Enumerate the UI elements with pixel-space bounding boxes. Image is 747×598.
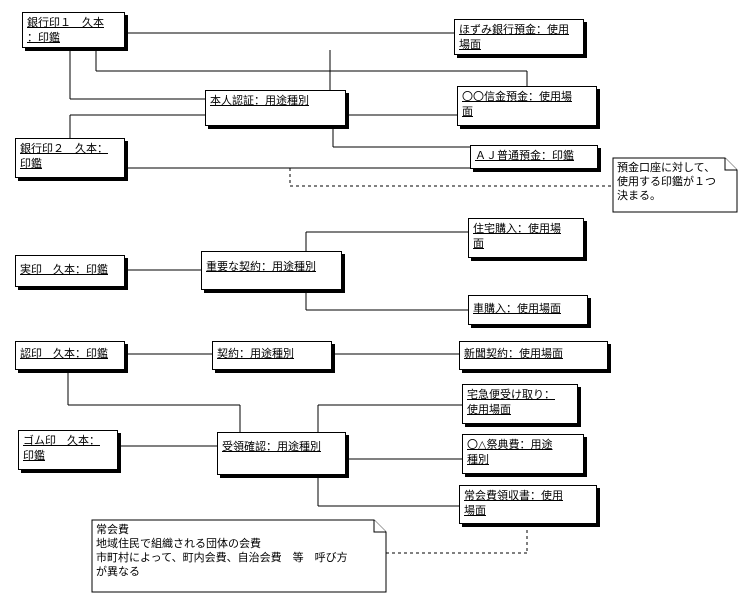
note-one-seal-per-account: 預金口座に対して、 使用する印鑑が１つ 決まる。: [617, 161, 716, 202]
object-important-contract: 重要な契約：用途種別: [201, 251, 342, 290]
object-personal-seal: 認印 久本：印鑑: [15, 341, 125, 370]
object-shinkin-deposit: 〇〇信金預金：使用場 面: [457, 86, 597, 126]
object-bank-seal-2: 銀行印２ 久本： 印鑑: [15, 138, 125, 178]
object-membership-fee-receipt: 常会費領収書：使用 場面: [459, 485, 597, 524]
object-identity-verification: 本人認証：用途種別: [205, 90, 346, 126]
object-hozumi-bank-deposit: ほずみ銀行預金：使用 場面: [454, 19, 584, 55]
object-house-purchase: 住宅購入：使用場 面: [468, 218, 584, 258]
object-parcel-receipt: 宅急便受け取り： 使用場面: [462, 384, 578, 424]
object-car-purchase: 車購入：使用場面: [468, 295, 588, 325]
note-membership-fee: 常会費 地域住民で組織される団体の会費 市町村によって、町内会費、自治会費 等 …: [96, 523, 348, 578]
object-contract: 契約：用途種別: [212, 341, 332, 370]
object-registered-seal: 実印 久本：印鑑: [15, 255, 125, 287]
object-rubber-stamp: ゴム印 久本： 印鑑: [18, 430, 118, 470]
object-festival-fee: 〇△祭典費：用途 種別: [462, 434, 584, 474]
object-newspaper-contract: 新聞契約：使用場面: [459, 341, 608, 370]
object-aj-ordinary-deposit: ＡＪ普通預金：印鑑: [470, 145, 598, 169]
object-bank-seal-1: 銀行印１ 久本 ：印鑑: [22, 12, 125, 48]
object-receipt-confirmation: 受領確認：用途種別: [217, 432, 346, 475]
